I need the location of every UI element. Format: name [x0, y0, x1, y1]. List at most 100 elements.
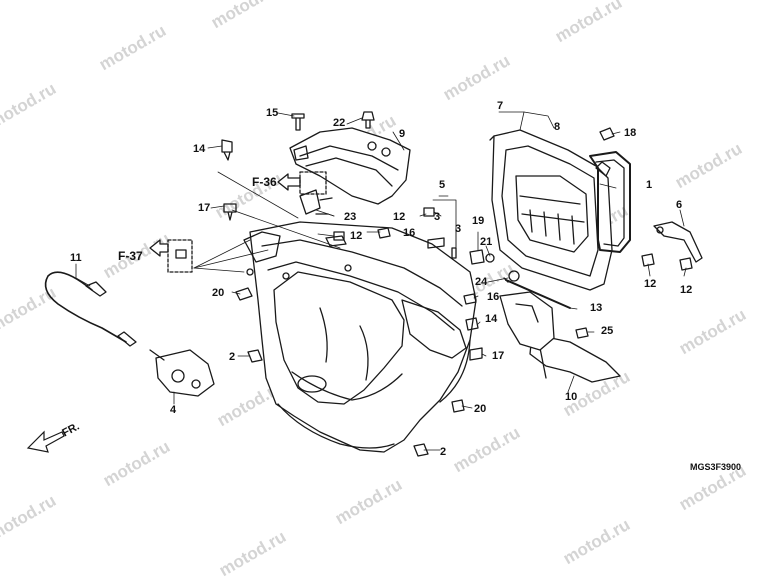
nut-2: [247, 349, 263, 363]
lid-seal: [589, 151, 631, 253]
reference-f36: F-36: [252, 175, 277, 189]
part-label-21: 21: [480, 236, 493, 248]
part-label-15: 15: [266, 107, 279, 119]
luggage-lid-panel: [515, 175, 589, 253]
latch-arm: [149, 349, 165, 361]
luggage-box-hole: [282, 272, 290, 280]
part-label-17: 17: [198, 202, 211, 214]
upper-cover-hole: [381, 147, 391, 157]
clip-20: [451, 399, 465, 413]
spacer-3: [427, 237, 445, 249]
part-label-19: 19: [472, 215, 485, 227]
upper-cover-tab: [293, 145, 309, 161]
reference-f37: F-37: [118, 249, 143, 263]
clip-16: [463, 293, 477, 305]
luggage-lid-fin: [557, 213, 561, 241]
release-cable-end: [117, 331, 137, 347]
bolt-25: [575, 327, 589, 339]
part-label-22: 22: [333, 117, 346, 129]
part-label-14: 14: [193, 143, 206, 155]
part-label-12: 12: [644, 278, 657, 290]
mount-bracket: [299, 189, 321, 215]
part-label-23: 23: [344, 211, 357, 223]
upper-cover-hole: [367, 141, 377, 151]
clip-12: [333, 231, 345, 241]
clip-12: [423, 207, 435, 217]
luggage-box-front-edge: [277, 403, 395, 449]
part-label-12: 12: [393, 211, 406, 223]
part-label-7: 7: [497, 100, 504, 112]
screw-22: [361, 111, 375, 129]
luggage-lid-rib: [519, 195, 581, 205]
clip-12: [679, 257, 693, 271]
clip-16: [377, 227, 391, 239]
luggage-box-lip: [325, 235, 347, 247]
part-label-20: 20: [474, 403, 487, 415]
ref-frame-f36: [299, 171, 327, 195]
upper-cover-ridge: [299, 145, 399, 171]
clip-17b: [469, 347, 483, 361]
luggage-lid-fin: [571, 215, 575, 245]
part-label-10: 10: [565, 391, 578, 403]
support-plate-stay: [539, 347, 547, 379]
luggage-lid-fin: [543, 211, 547, 237]
hinge-pivot: [656, 226, 664, 234]
screw-18: [599, 127, 615, 141]
part-label-25: 25: [601, 325, 614, 337]
luggage-lid: [491, 129, 613, 291]
luggage-box-hole: [344, 264, 352, 272]
luggage-box-rib: [319, 307, 328, 363]
part-label-11: 11: [70, 252, 82, 264]
luggage-box-rib: [359, 325, 369, 381]
nut-2: [413, 443, 429, 457]
part-label-17: 17: [492, 350, 505, 362]
part-label-2: 2: [440, 446, 447, 458]
grommet-19: [469, 249, 485, 265]
part-label-24: 24: [475, 276, 488, 288]
bolt-14b: [465, 317, 479, 331]
upper-cover: [289, 127, 411, 205]
luggage-box-body: [249, 221, 477, 453]
ref-arrow-f36: [277, 173, 301, 191]
ref-frame-f37: [167, 239, 193, 273]
latch-assembly: [155, 349, 215, 397]
luggage-box-bracket: [243, 231, 281, 263]
part-label-8: 8: [554, 121, 561, 133]
luggage-lid-handle: [595, 161, 611, 177]
stay-bracket-slot: [515, 303, 539, 323]
upper-cover-ridge: [305, 157, 393, 187]
part-label-6: 6: [676, 199, 683, 211]
release-cable-end: [85, 281, 107, 297]
luggage-lid-rib: [521, 213, 585, 223]
latch-pin: [191, 379, 201, 389]
luggage-box-rim-lower: [267, 261, 455, 331]
part-label-18: 18: [624, 127, 637, 139]
part-label-13: 13: [590, 302, 603, 314]
clip-20: [235, 287, 253, 301]
rod: [505, 279, 571, 309]
part-label-16: 16: [403, 227, 416, 239]
clip-12: [641, 253, 655, 267]
clip-f37: [175, 249, 187, 259]
part-label-3: 3: [434, 211, 441, 223]
diagram-code: MGS3F3900: [690, 462, 742, 472]
part-label-2: 2: [229, 351, 236, 363]
washer-21: [485, 253, 495, 263]
part-label-14: 14: [485, 313, 498, 325]
hinge: [653, 221, 703, 263]
luggage-box-drain: [297, 375, 327, 393]
luggage-box-flange: [401, 299, 467, 359]
luggage-lid-fin: [529, 209, 533, 233]
direction-arrow-icon: [26, 430, 65, 453]
luggage-box-floor: [291, 371, 403, 401]
washer-24: [508, 270, 520, 282]
part-label-1: 1: [646, 179, 653, 191]
bolt-15: [291, 113, 305, 131]
luggage-box-inner-wall: [273, 271, 405, 405]
release-cable: [44, 271, 127, 343]
part-label-3: 3: [455, 223, 462, 235]
luggage-box-right-edge: [439, 339, 471, 403]
mount-bracket-arm: [319, 197, 333, 201]
part-label-5: 5: [439, 179, 446, 191]
ref-box-f37: [149, 239, 169, 257]
